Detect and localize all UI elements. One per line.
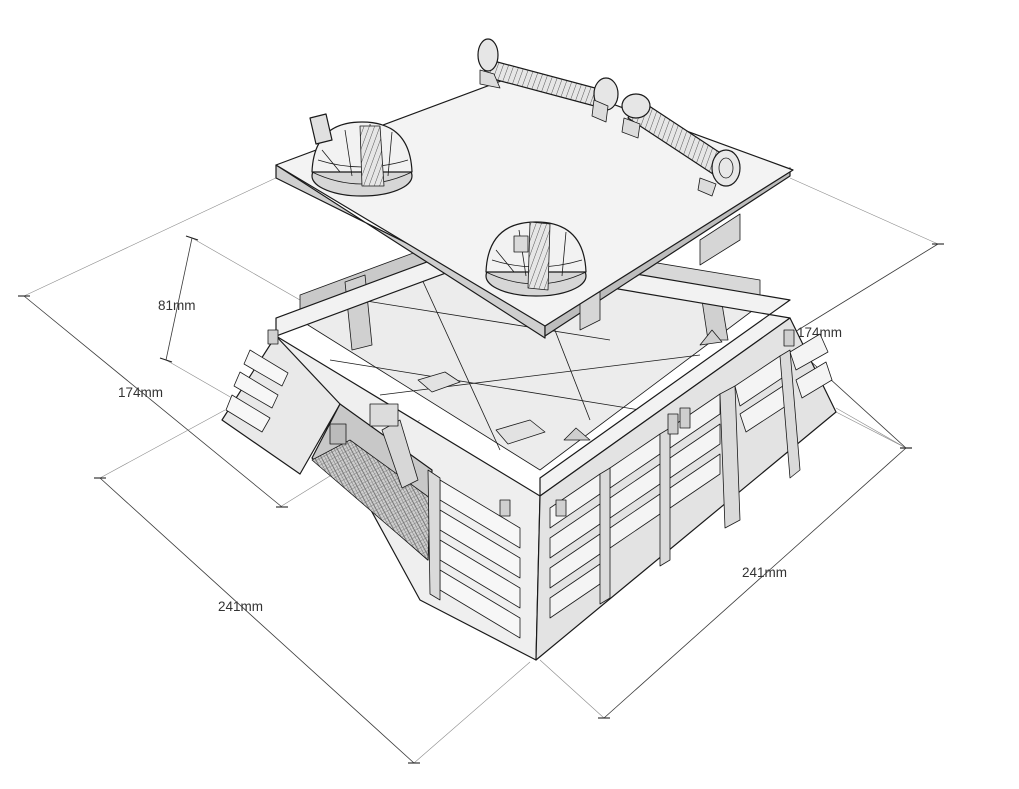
dimension-base-left-label: 241mm	[218, 599, 263, 614]
dimension-depth-right-label: 174mm	[797, 325, 842, 340]
right-wall-ribs	[427, 349, 801, 605]
dome-ridge	[527, 221, 551, 291]
dimension-height-label: 81mm	[158, 298, 196, 313]
right-wall-panels	[549, 333, 833, 619]
control-panel	[329, 423, 347, 445]
corner-lights	[267, 329, 795, 517]
dome-turret-center	[485, 221, 587, 297]
dimension-base-right-label: 241mm	[742, 565, 787, 580]
roof-pipe-front	[477, 38, 619, 123]
light-panel	[369, 403, 399, 427]
interior-triangle-brace	[699, 329, 723, 346]
pipe-stand	[591, 99, 609, 123]
bunker-body	[221, 231, 837, 661]
dome-turret-left	[309, 113, 413, 197]
dome-ridge	[359, 125, 385, 187]
roof-tab	[699, 213, 741, 266]
dimension-lines	[18, 175, 944, 764]
dome-hatch	[513, 235, 529, 253]
pipe-stand	[621, 117, 641, 139]
pipe-stand	[697, 177, 717, 197]
dimension-depth-left-label: 174mm	[118, 385, 163, 400]
pipe-stand	[479, 69, 501, 89]
dome-antenna	[309, 113, 333, 145]
floor-crate	[417, 371, 461, 393]
left-wall-panels	[225, 349, 521, 639]
interior-triangle-brace	[563, 427, 591, 441]
roof-pipe-right	[621, 93, 741, 197]
floor-crate	[495, 419, 546, 445]
floor-tiles	[329, 274, 701, 451]
